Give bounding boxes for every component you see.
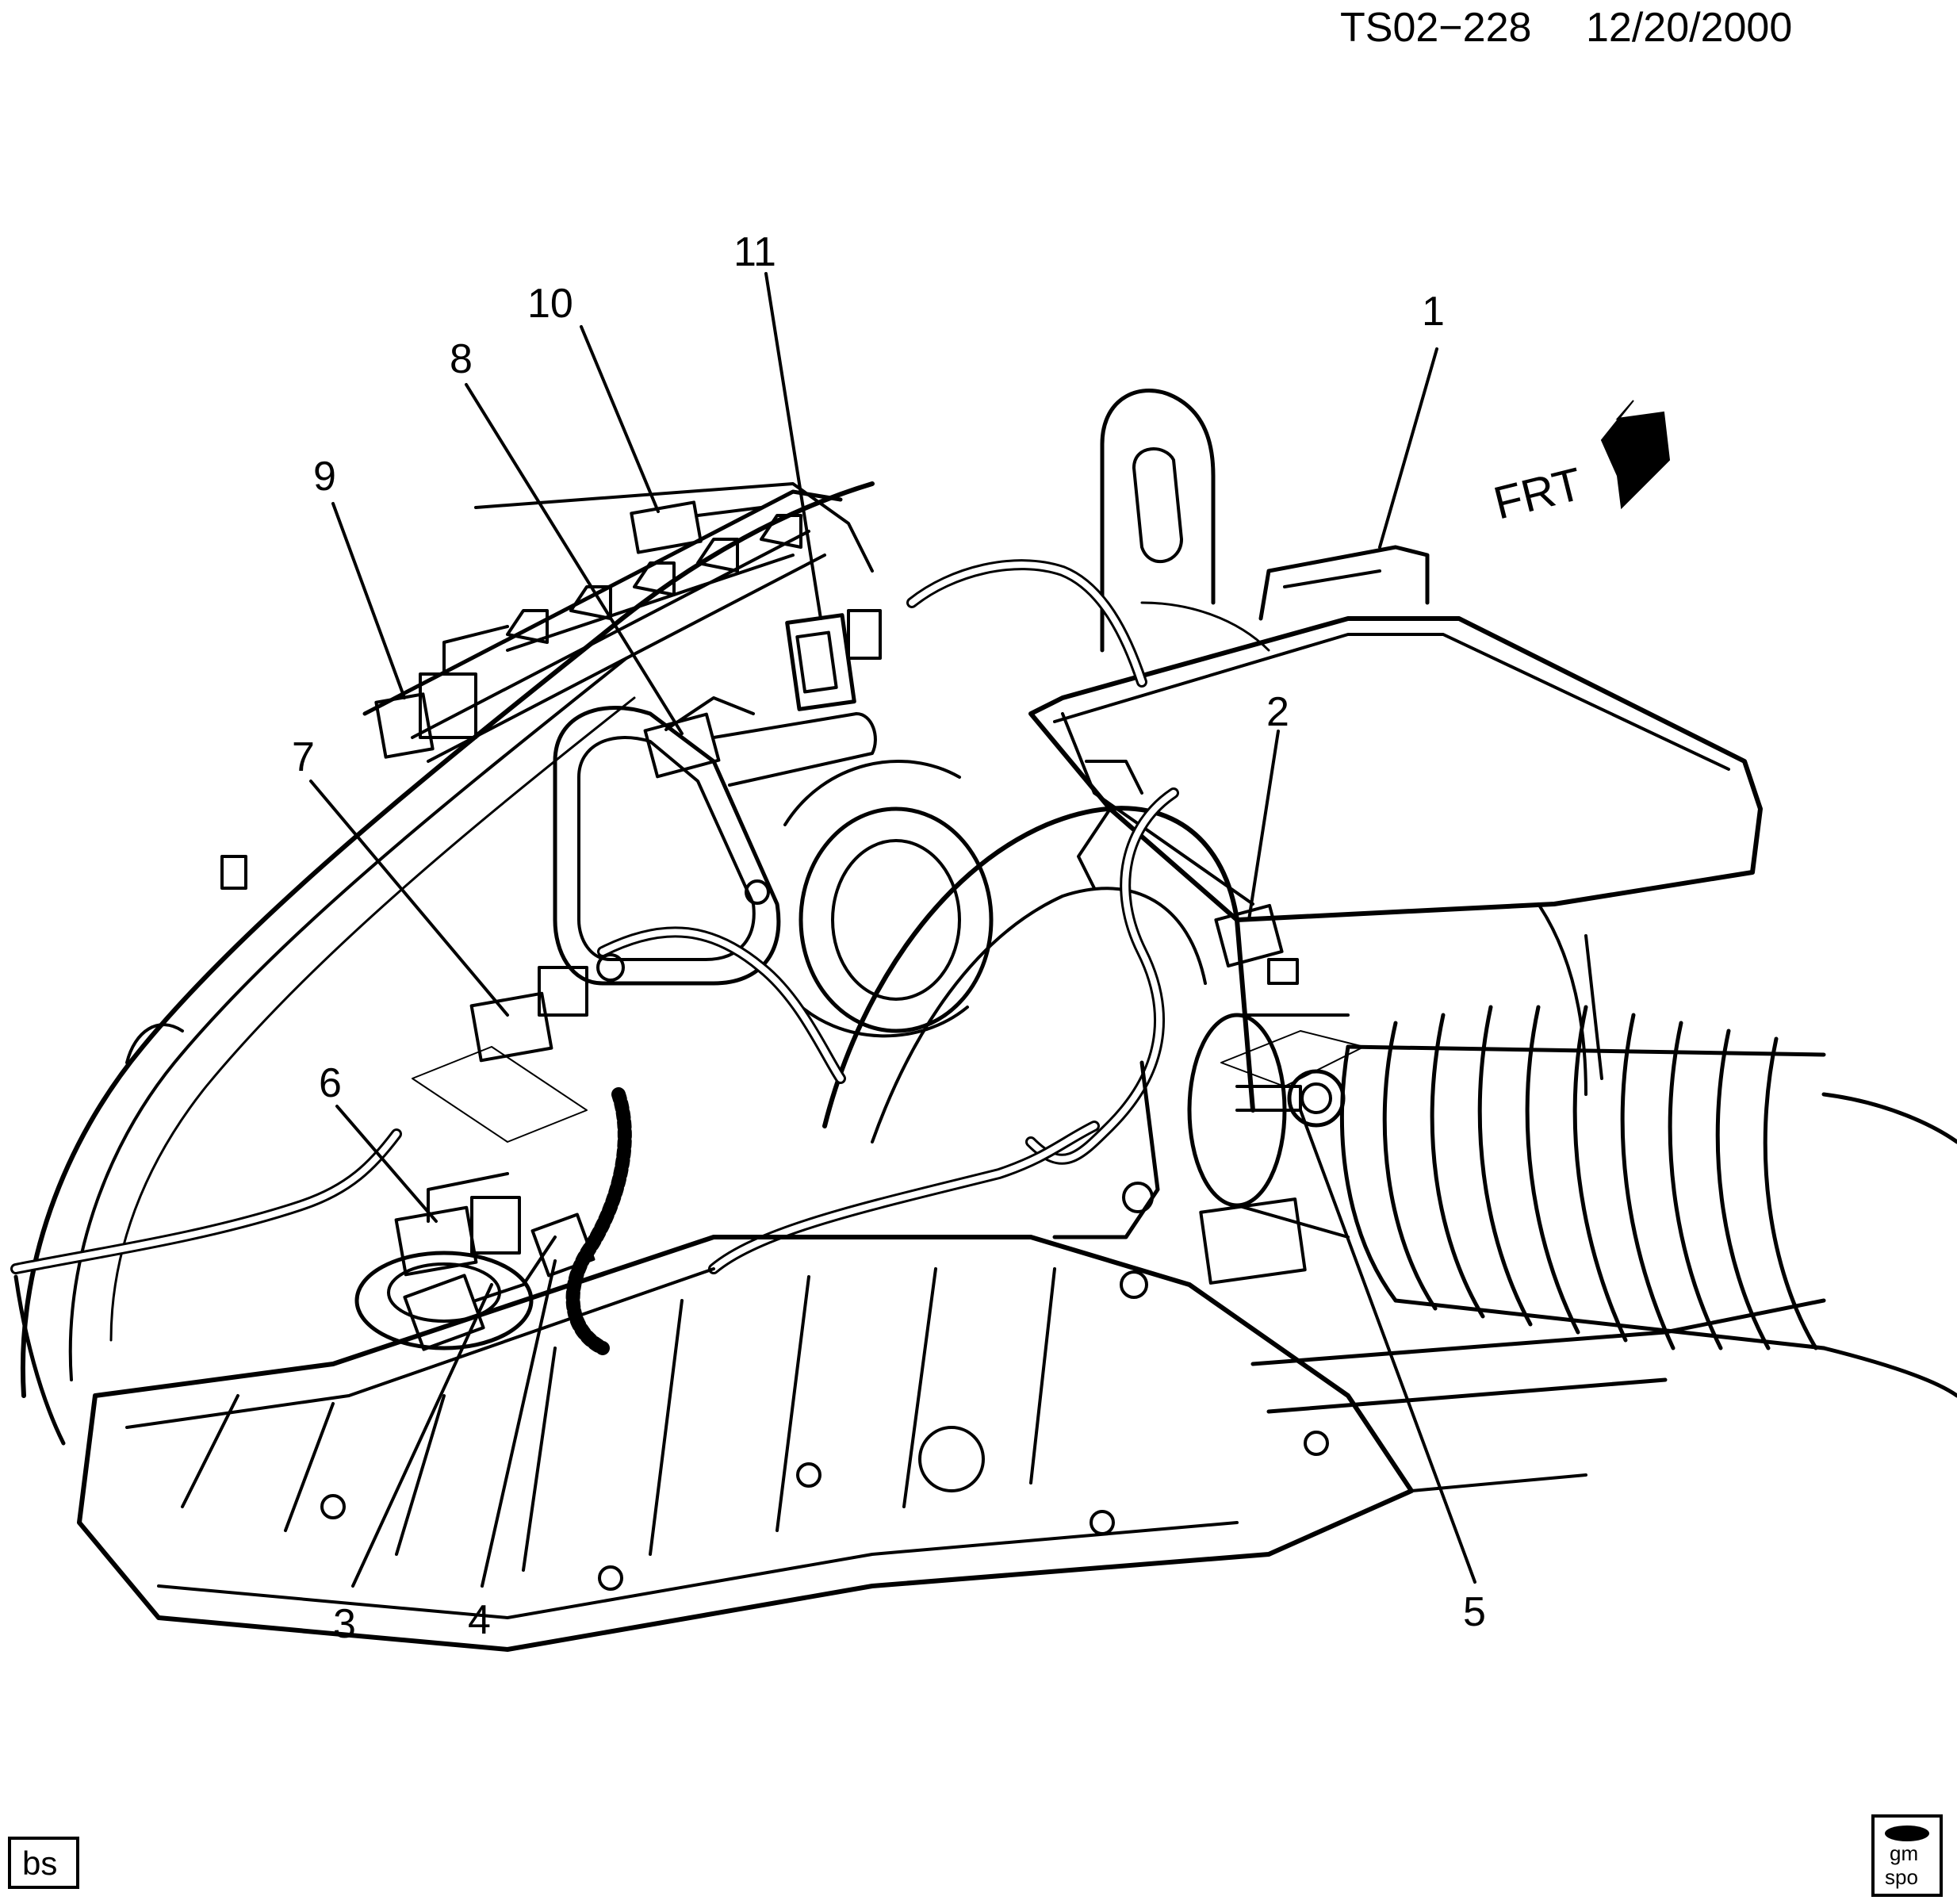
connector-3-4 [403, 1213, 596, 1351]
doc-date: 12/20/2000 [1586, 5, 1792, 51]
callout-2: 2 [1266, 689, 1289, 735]
callout-10: 10 [527, 281, 573, 327]
front-label: FRT [1488, 458, 1587, 530]
connector-7 [469, 953, 625, 1063]
connector-9 [374, 625, 509, 759]
intake-bellows [1340, 1005, 1826, 1350]
callout-1: 1 [1422, 289, 1445, 335]
logo-text-top: gm [1890, 1841, 1918, 1865]
callout-7: 7 [292, 734, 315, 780]
engine-artwork [10, 272, 1957, 1652]
front-direction-indicator: FRT [1488, 400, 1671, 530]
doc-id: TS02−228 [1340, 5, 1531, 51]
callout-11: 11 [733, 229, 776, 275]
callout-6: 6 [319, 1060, 342, 1106]
connector-10 [630, 500, 763, 554]
footer-badge: bs [8, 1837, 79, 1889]
bracket-right [1052, 1060, 1307, 1285]
injector-rail [506, 514, 802, 644]
gm-spo-logo: gm spo [1871, 1814, 1943, 1897]
front-arrow-icon [1600, 400, 1671, 510]
callout-4: 4 [468, 1597, 491, 1643]
leader-lines [309, 272, 1476, 1588]
callout-labels: 1 2 3 4 5 6 7 8 9 10 11 [292, 229, 1486, 1647]
logo-text-bottom: spo [1885, 1865, 1918, 1889]
callout-9: 9 [313, 454, 336, 500]
callout-3: 3 [333, 1601, 356, 1647]
callout-5: 5 [1463, 1589, 1486, 1635]
badge-text: bs [22, 1845, 57, 1882]
connector-2 [1214, 903, 1299, 985]
connector-11 [785, 609, 882, 711]
callout-8: 8 [450, 336, 473, 382]
connector-6 [394, 1172, 521, 1277]
